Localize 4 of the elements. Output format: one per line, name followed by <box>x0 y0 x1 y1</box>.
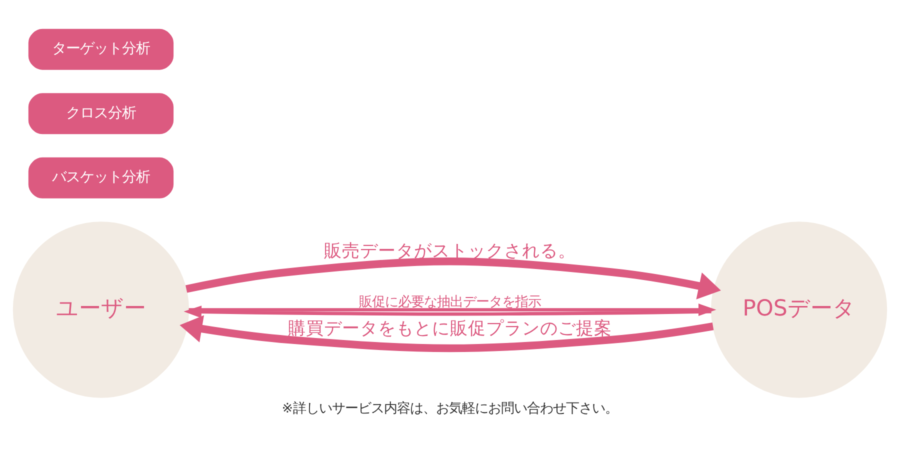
edge-label: 販促に必要な抽出データを指示 <box>359 294 541 310</box>
caption: ※詳しいサービス内容は、お気軽にお問い合わせ下さい。 <box>282 401 618 416</box>
edge-label: 販売データがストックされる。 <box>324 241 576 262</box>
edge-label: 購買データをもとに販促プランのご提案 <box>288 318 612 339</box>
